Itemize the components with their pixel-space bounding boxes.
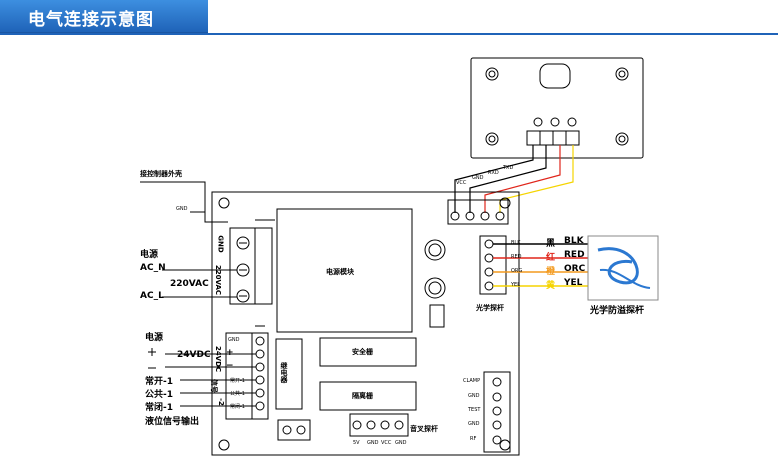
sensor-board (470, 57, 644, 159)
dc-power-label: 电源 (145, 333, 164, 343)
fork-pin-4: GND (395, 440, 407, 446)
cn-orange: 橙 (546, 267, 556, 277)
probe-wire-org: ORG (511, 268, 523, 274)
nc-small-label: 常闭-1 (230, 404, 245, 410)
dc-lines (148, 348, 256, 407)
fork-pin-1: 5V (353, 440, 360, 446)
ac-l-label: AC_L (140, 291, 164, 301)
right-pin-1: CLAMP (463, 378, 481, 384)
optical-wires (493, 243, 594, 287)
com-label: 公共-1 (145, 390, 173, 400)
en-yel: YEL (564, 278, 583, 288)
ac-lines (162, 269, 237, 298)
isolation-barrier-label: 隔离栅 (352, 392, 373, 400)
main-board (211, 191, 520, 456)
plus-label: + (226, 348, 234, 358)
v220-label: 220VAC (170, 279, 209, 289)
en-red: RED (564, 250, 585, 260)
gnd-label: GND (176, 206, 188, 212)
v24-vertical-label: 24VDC (214, 345, 223, 373)
en-blk: BLK (564, 236, 584, 246)
cn-red: 红 (546, 253, 556, 263)
page-title: 电气连接示意图 (28, 10, 154, 30)
com-small-label: 公共-1 (230, 391, 245, 397)
shell-ground (140, 181, 228, 223)
no-small-label: 常开-1 (230, 378, 245, 384)
minus-label: − (226, 361, 234, 371)
signal-2-label: -2 (216, 398, 225, 406)
ac-n-label: AC_N (140, 263, 166, 273)
right-pin-4: GND (468, 421, 480, 427)
optical-anti-overflow-label: 光学防溢探杆 (590, 306, 645, 316)
v24-label: 24VDC (177, 350, 211, 360)
mini-vcc: VCC (456, 180, 467, 186)
signal-vertical-label: 信号 (210, 379, 218, 393)
controller-shell-label: 接控制器外壳 (140, 170, 182, 178)
header: 电气连接示意图 (0, 0, 778, 36)
relay-label: 继电器 (280, 362, 288, 383)
ac-power-label: 电源 (140, 250, 159, 260)
right-pin-5: RF (470, 436, 477, 442)
cn-black: 黑 (546, 239, 556, 249)
optical-probe-device (587, 235, 659, 301)
mini-txd: TXD (503, 165, 514, 171)
level-output-label: 液位信号输出 (145, 417, 200, 427)
fork-pin-3: VCC (381, 440, 392, 446)
probe-wire-yel: YEL (511, 282, 520, 288)
optical-probe-label: 光学探杆 (476, 304, 504, 312)
gnd-vertical-label: GND (216, 235, 225, 253)
nc-label: 常闭-1 (145, 403, 173, 413)
mini-gnd: GND (472, 175, 484, 181)
safety-barrier-label: 安全栅 (352, 348, 373, 356)
header-underline (0, 33, 778, 35)
right-pin-2: GND (468, 393, 480, 399)
right-pin-3: TEST (468, 407, 481, 413)
fork-pin-2: GND (367, 440, 379, 446)
probe-wire-blk: BLK (511, 240, 521, 246)
v220-vertical-label: 220VAC (214, 264, 223, 296)
en-orc: ORC (564, 264, 586, 274)
no-label: 常开-1 (145, 377, 173, 387)
mini-rxd: RXD (488, 170, 499, 176)
cn-yellow: 黄 (546, 281, 556, 291)
gnd-dc-label: GND (228, 337, 240, 343)
probe-wire-red: RED (511, 254, 522, 260)
fork-probe-label: 音叉探杆 (410, 425, 438, 433)
power-module-label: 电源模块 (326, 268, 354, 276)
